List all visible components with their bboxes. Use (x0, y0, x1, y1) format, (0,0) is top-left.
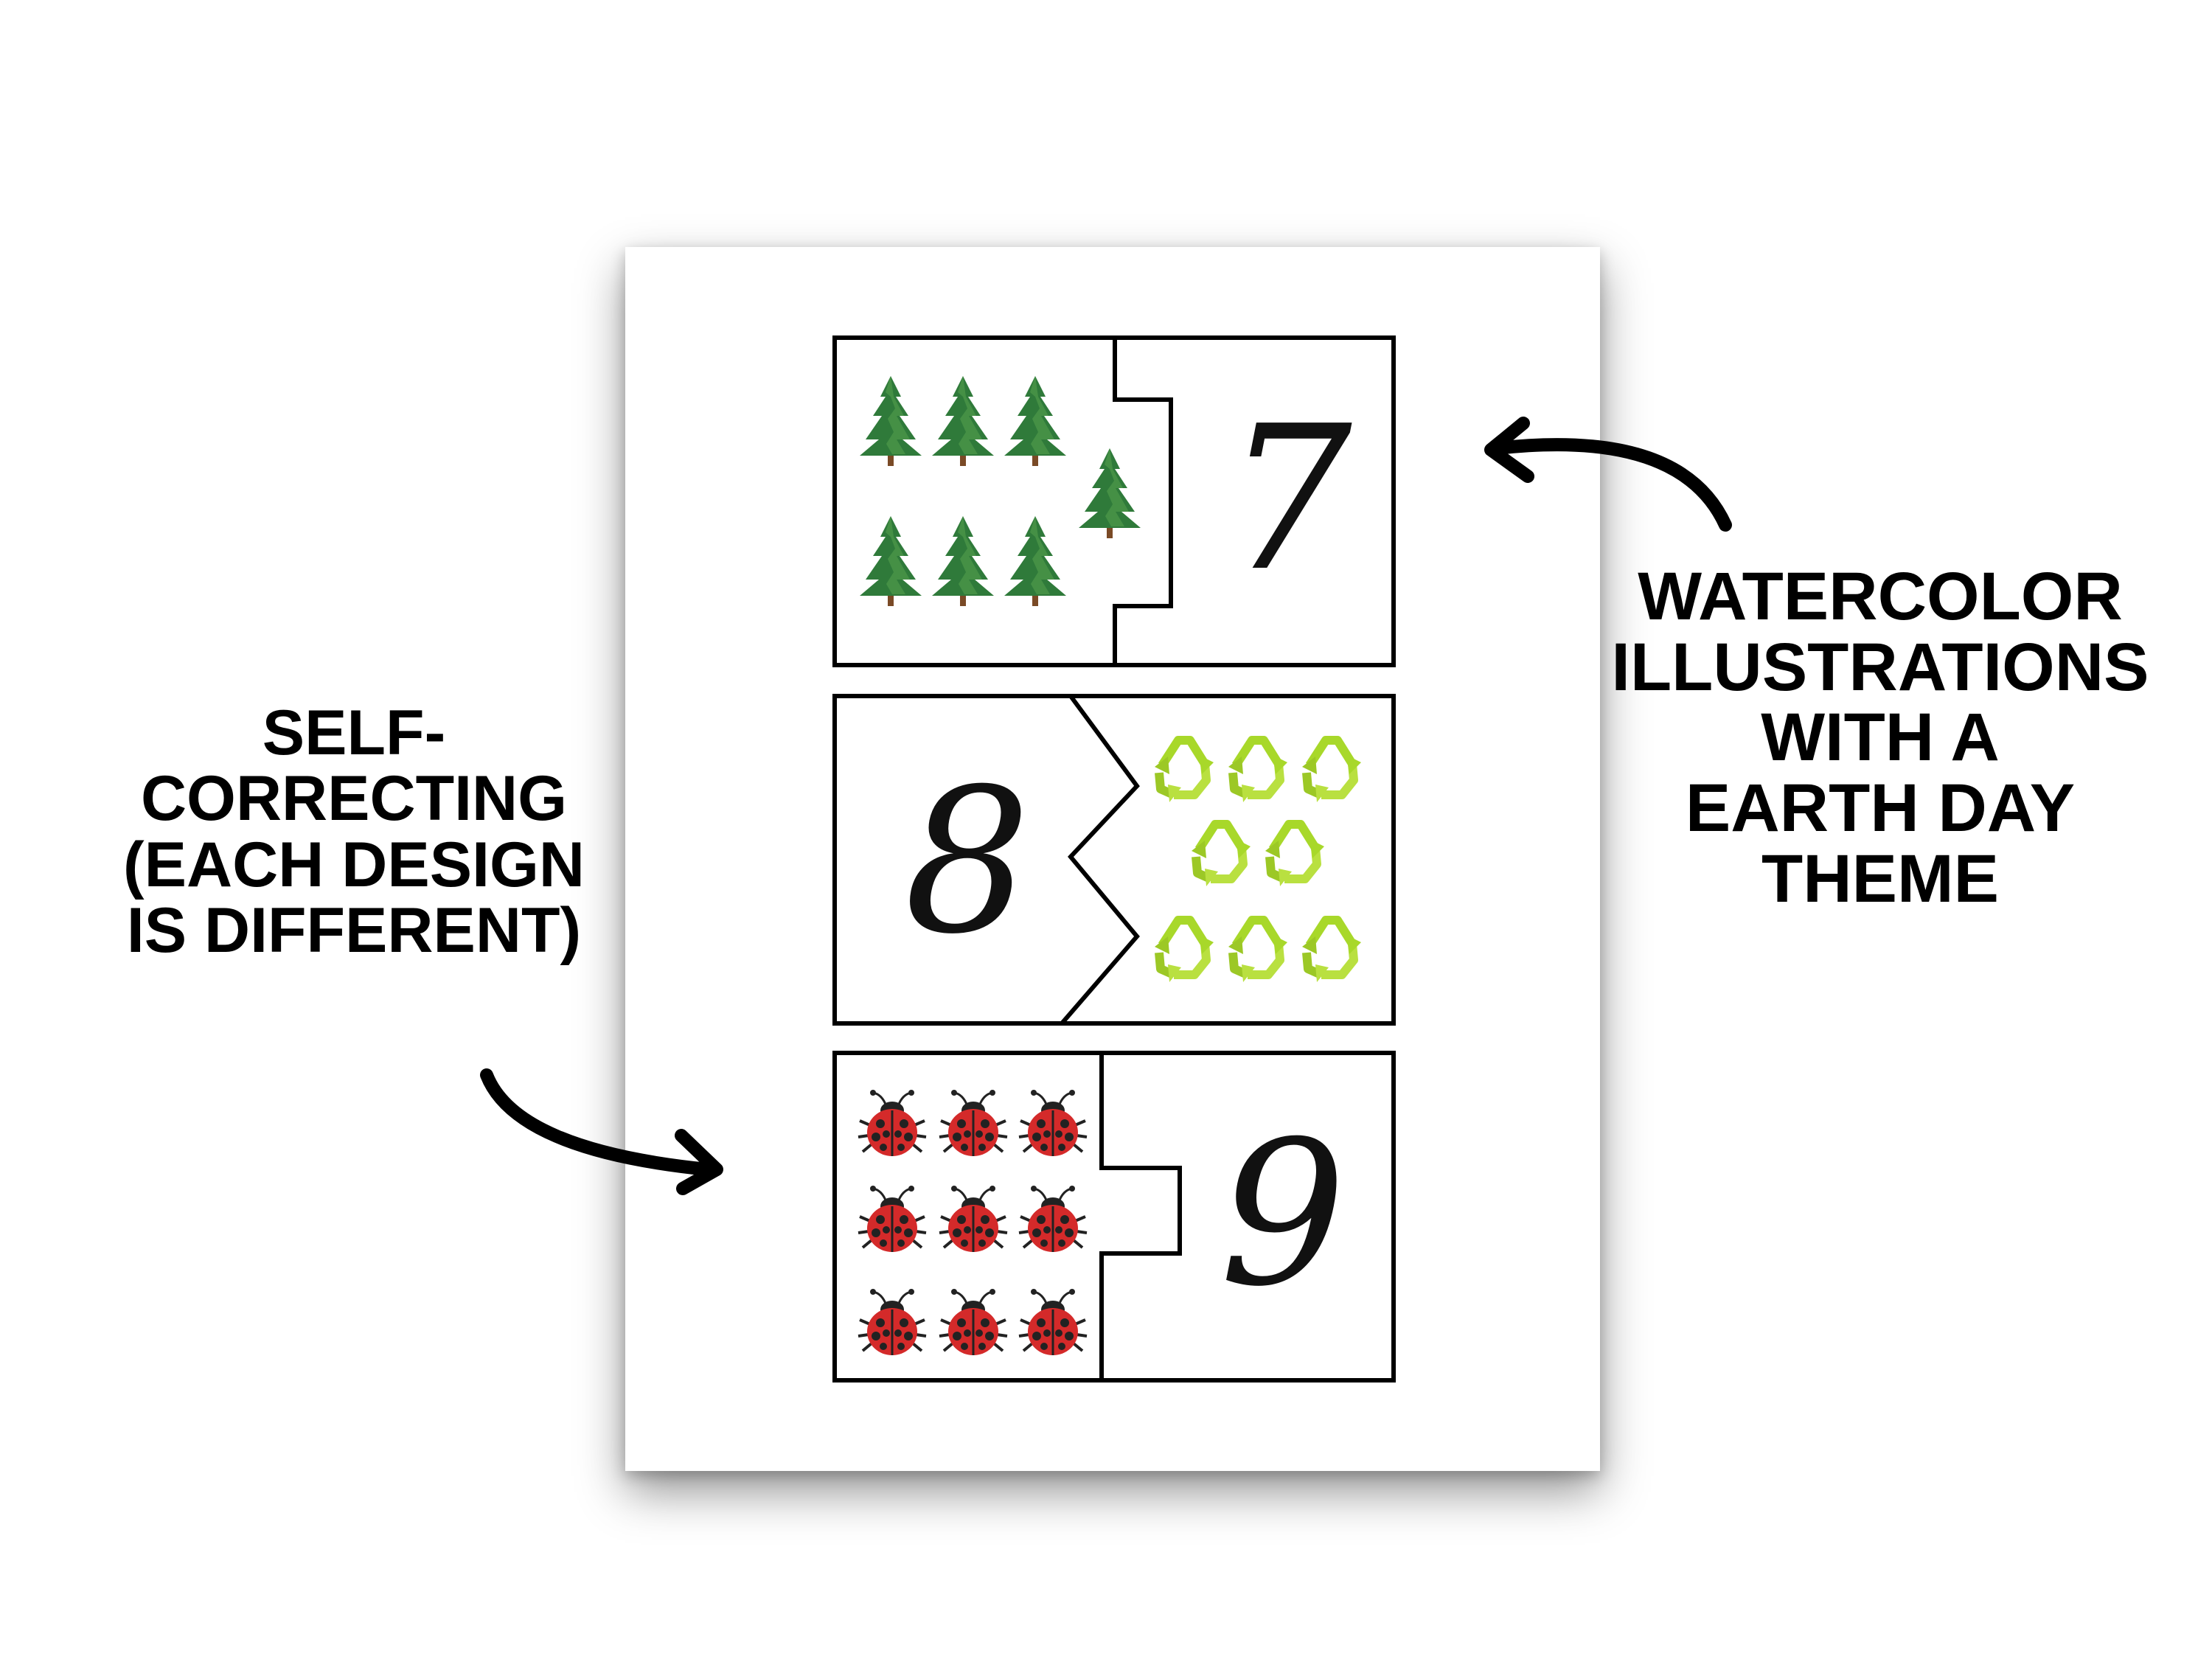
puzzle-number-7: 7 (1225, 383, 1353, 615)
caption-line: CORRECTING (140, 763, 568, 835)
caption-line: WATERCOLOR (1638, 559, 2123, 634)
caption-line: SELF- (262, 698, 446, 768)
arrow-icon-left (480, 1068, 723, 1195)
caption-line: WITH A (1761, 700, 2000, 776)
puzzle-card-8: 8 (832, 694, 1396, 1026)
puzzle-card-9: 9 (832, 1051, 1396, 1382)
caption-line: THEME (1761, 841, 1999, 917)
caption-line: IS DIFFERENT) (126, 895, 582, 967)
puzzle-number-9: 9 (1220, 1098, 1346, 1330)
puzzle-number-8: 8 (904, 745, 1031, 978)
arrow-icon-right (1484, 417, 1732, 532)
puzzle-card-7: 7 (832, 335, 1396, 667)
caption-line: EARTH DAY (1685, 771, 2076, 846)
caption-line: ILLUSTRATIONS (1611, 629, 2149, 705)
caption-line: (EACH DESIGN (123, 829, 585, 900)
ladybug-icon-group (857, 1088, 1088, 1357)
watercolor-caption: WATERCOLOR ILLUSTRATIONS WITH A EARTH DA… (1563, 559, 2197, 917)
self-correcting-caption: SELF- CORRECTING (EACH DESIGN IS DIFFERE… (66, 700, 641, 964)
